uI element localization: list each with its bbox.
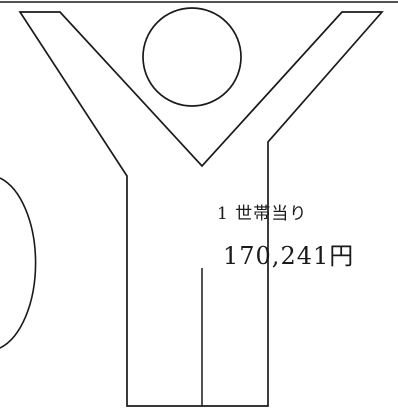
left-partial-circle: [0, 177, 37, 349]
amount-value: 170,241円: [223, 242, 355, 270]
y-body-outline: [18, 11, 384, 407]
head-circle: [142, 7, 242, 107]
per-household-label: 1 世帯当り: [217, 204, 308, 224]
